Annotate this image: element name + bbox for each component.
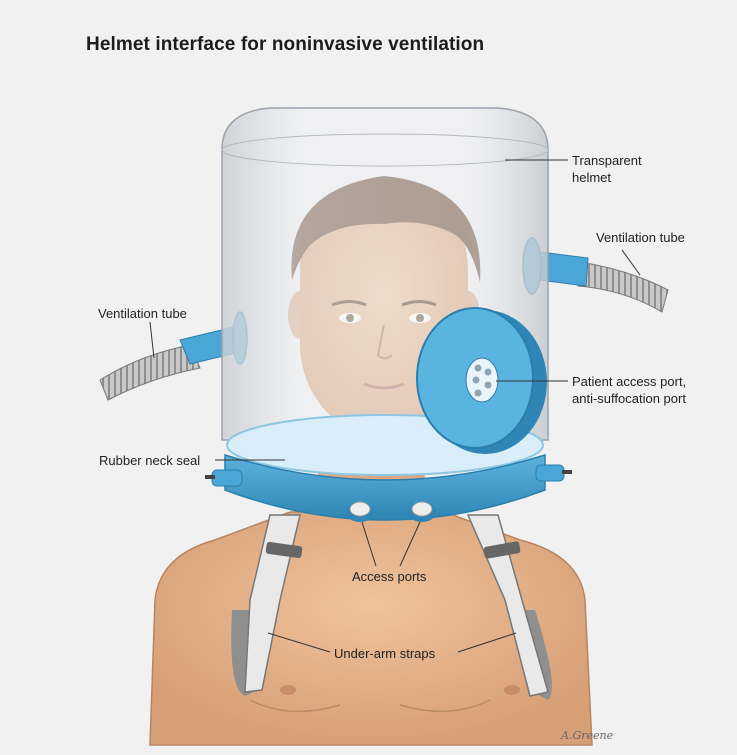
label-rubber-neck-seal: Rubber neck seal [99,452,200,469]
label-ventilation-tube-left: Ventilation tube [98,305,187,322]
label-transparent-helmet: Transparent helmet [572,152,652,186]
ventilation-tube-right [578,262,668,312]
label-access-ports: Access ports [352,568,426,585]
label-under-arm-straps: Under-arm straps [334,645,435,662]
label-patient-access-port: Patient access port, anti-suffocation po… [572,373,712,407]
artist-signature: A.Greene [561,729,613,742]
label-ventilation-tube-right: Ventilation tube [596,229,685,246]
